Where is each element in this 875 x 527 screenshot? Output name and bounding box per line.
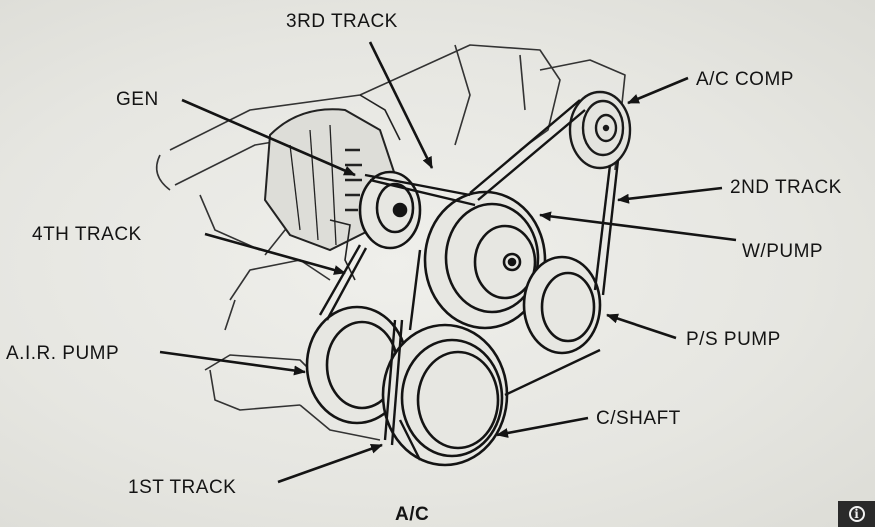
label-2nd-track: 2ND TRACK xyxy=(730,177,842,198)
ps-pump-pulley xyxy=(522,255,602,355)
label-air-pump: A.I.R. PUMP xyxy=(6,343,120,364)
label-1st-track: 1ST TRACK xyxy=(128,477,237,498)
label-ac-comp: A/C COMP xyxy=(696,69,794,90)
label-cshaft: C/SHAFT xyxy=(596,408,681,429)
ac-compressor xyxy=(568,90,632,170)
crankshaft-pulley xyxy=(381,323,509,467)
arrow-4th-track xyxy=(204,232,346,275)
label-3rd-track: 3RD TRACK xyxy=(286,11,398,32)
arrow-ac-comp xyxy=(627,76,689,105)
arrow-air-pump xyxy=(159,350,306,376)
label-gen: GEN xyxy=(116,89,159,110)
arrow-3rd-track xyxy=(368,41,434,169)
generator-pulley xyxy=(358,170,422,250)
label-ps-pump: P/S PUMP xyxy=(686,329,781,350)
info-icon: i xyxy=(848,506,865,522)
arrow-2nd-track xyxy=(617,186,723,204)
diagram-caption: A/C xyxy=(395,504,430,525)
arrow-1st-track xyxy=(277,443,383,484)
arrow-wpump xyxy=(539,211,737,242)
label-4th-track: 4TH TRACK xyxy=(32,224,142,245)
leader-arrows xyxy=(159,41,737,484)
info-button[interactable]: i xyxy=(838,501,875,527)
arrow-cshaft xyxy=(496,416,589,438)
water-pump-pulley xyxy=(423,190,547,330)
drive-belts xyxy=(318,99,620,461)
label-wpump: W/PUMP xyxy=(742,241,824,262)
arrow-ps-pump xyxy=(606,313,677,340)
engine-block xyxy=(155,44,626,441)
arrow-gen xyxy=(181,98,356,177)
